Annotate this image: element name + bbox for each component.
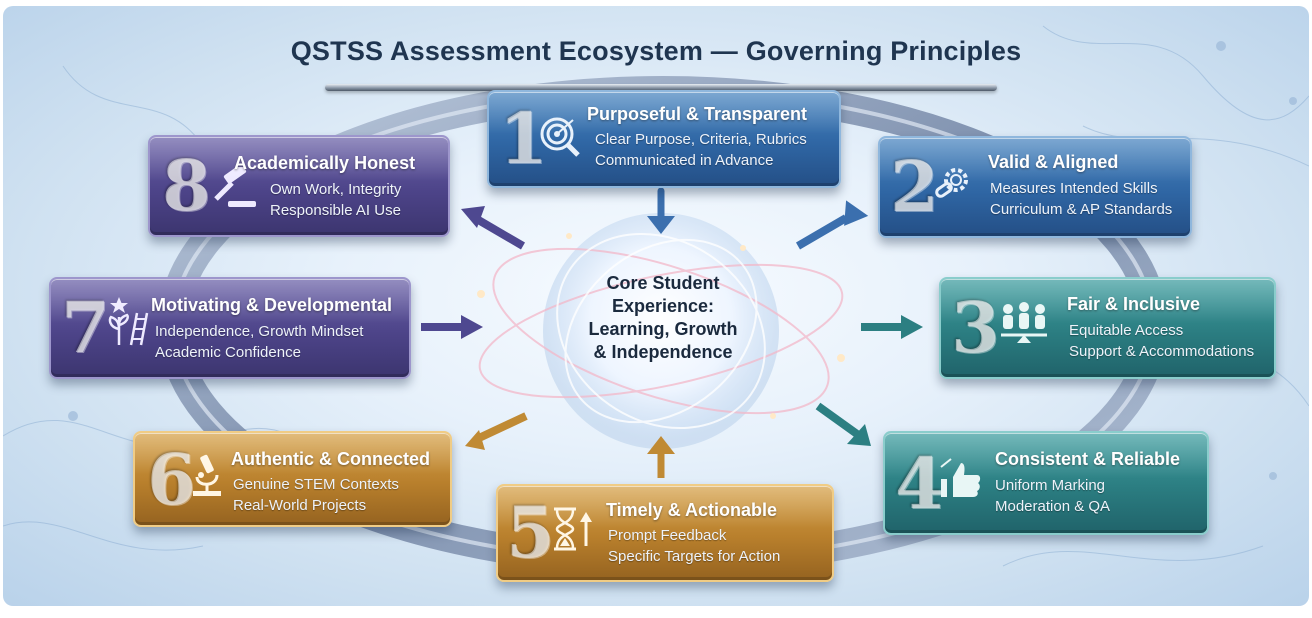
principle-detail: Academic Confidence <box>155 344 301 361</box>
principle-detail: Independence, Growth Mindset <box>155 323 364 340</box>
principle-title: Purposeful & Transparent <box>587 104 808 124</box>
principle-detail: Equitable Access <box>1069 322 1184 339</box>
principle-card-5: 5 Timely & Actionable Prompt Feedback Sp… <box>496 484 834 582</box>
principle-title: Consistent & Reliable <box>995 449 1181 469</box>
principle-detail: Uniform Marking <box>995 477 1106 494</box>
core-line: Learning, Growth <box>588 319 738 339</box>
principle-card-4: 4 Consistent & Reliable Uniform Marking … <box>883 431 1209 535</box>
gear-link-icon <box>935 168 968 198</box>
principle-title: Timely & Actionable <box>606 500 778 520</box>
principle-title: Motivating & Developmental <box>151 295 393 315</box>
microscope-icon <box>193 454 221 496</box>
principle-detail: Own Work, Integrity <box>270 181 402 198</box>
principle-detail: Communicated in Advance <box>595 152 774 169</box>
diagram-canvas: QSTSS Assessment Ecosystem — Governing P… <box>3 6 1309 606</box>
principle-number: 2 <box>890 145 939 228</box>
principle-card-8: 8 Academically Honest Own Work, Integrit… <box>148 135 450 237</box>
principle-detail: Responsible AI Use <box>270 202 401 219</box>
principle-detail: Prompt Feedback <box>608 527 727 544</box>
principle-title: Fair & Inclusive <box>1067 294 1201 314</box>
title-underline <box>325 84 997 91</box>
principle-number: 1 <box>499 97 548 180</box>
principle-detail: Measures Intended Skills <box>990 180 1158 197</box>
principle-title: Authentic & Connected <box>231 449 431 469</box>
principle-number: 4 <box>895 442 944 525</box>
core-line: & Independence <box>593 342 733 362</box>
principle-detail: Genuine STEM Contexts <box>233 476 399 493</box>
arrow-to-1 <box>647 187 675 234</box>
core-line: Experience: <box>611 296 715 316</box>
gavel-icon <box>214 167 256 207</box>
principle-number: 5 <box>506 491 555 574</box>
principle-card-1: 1 Purposeful & Transparent Clear Purpose… <box>487 90 841 188</box>
target-magnifier-icon <box>540 117 580 157</box>
core-student-experience: Core Student Experience: Learning, Growt… <box>565 272 761 390</box>
principle-card-2: 2 Valid & Aligned Measures Intended Skil… <box>878 136 1192 238</box>
principle-detail: Real-World Projects <box>233 497 367 514</box>
principle-title: Academically Honest <box>234 153 416 173</box>
core-line: Core Student <box>606 273 720 293</box>
diagram-title: QSTSS Assessment Ecosystem — Governing P… <box>290 36 1022 66</box>
principle-number: 8 <box>162 144 211 227</box>
principle-card-3: 3 Fair & Inclusive Equitable Access Supp… <box>939 277 1276 379</box>
thumbs-up-chart-icon <box>940 458 981 497</box>
principle-number: 3 <box>951 286 1000 369</box>
plant-ladder-icon <box>108 297 149 346</box>
principle-detail: Clear Purpose, Criteria, Rubrics <box>595 131 807 148</box>
principle-number: 6 <box>147 438 196 521</box>
hourglass-icon <box>554 507 592 551</box>
principle-detail: Curriculum & AP Standards <box>990 201 1173 218</box>
principle-number: 7 <box>61 286 110 369</box>
principle-title: Valid & Aligned <box>988 152 1119 172</box>
principle-card-7: 7 Motivating & Developmental Independenc… <box>49 277 411 379</box>
principle-detail: Specific Targets for Action <box>608 548 781 565</box>
people-scale-icon <box>1001 302 1047 343</box>
principle-detail: Moderation & QA <box>995 498 1111 515</box>
principle-card-6: 6 Authentic & Connected Genuine STEM Con… <box>133 431 452 527</box>
principle-detail: Support & Accommodations <box>1069 343 1255 360</box>
